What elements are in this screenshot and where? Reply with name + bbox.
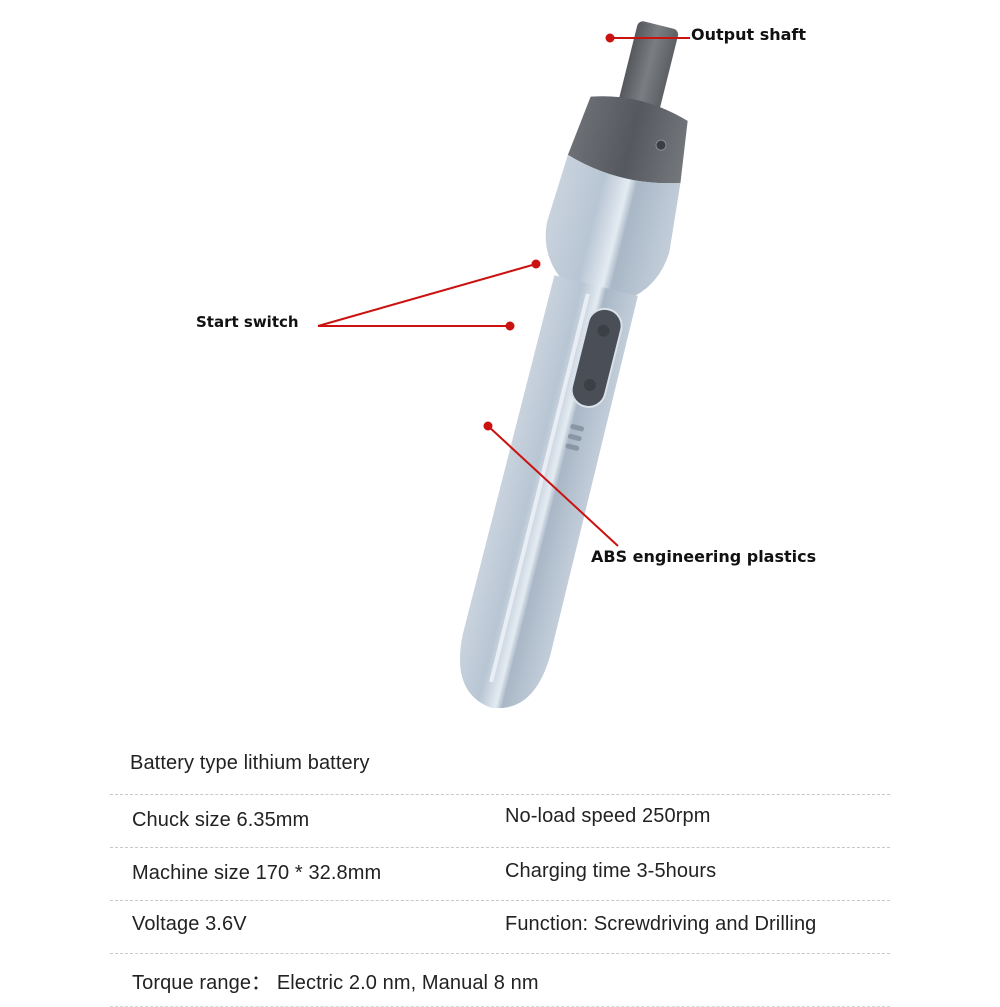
spec-charging-time: Charging time 3-5hours <box>505 860 717 882</box>
callout-abs-plastics: ABS engineering plastics <box>591 547 817 566</box>
spec-table: Battery type lithium battery Chuck size … <box>110 742 890 1007</box>
output-shaft <box>619 21 679 113</box>
chuck-head <box>567 96 688 184</box>
start-switch <box>570 307 623 408</box>
upper-body <box>545 154 681 299</box>
indicator-led-1 <box>570 424 585 432</box>
indicator-led-2 <box>567 433 582 442</box>
callout-lines <box>317 33 690 547</box>
spec-row: Battery type lithium battery <box>110 742 890 795</box>
spec-machine-size: Machine size 170 * 32.8mm <box>132 862 382 884</box>
spec-row: Torque range： Electric 2.0 nm, Manual 8 … <box>110 954 890 1007</box>
callout-output-shaft: Output shaft <box>691 25 807 44</box>
spec-row: Chuck size 6.35mm No-load speed 250rpm <box>110 795 890 848</box>
spec-chuck-size: Chuck size 6.35mm <box>132 809 310 831</box>
product-figure: Output shaft Start switch ABS engineerin… <box>196 21 817 709</box>
indicator-led-3 <box>565 443 580 451</box>
spec-row: Voltage 3.6V Function: Screwdriving and … <box>110 901 890 954</box>
screwdriver <box>460 21 688 709</box>
spec-no-load-speed: No-load speed 250rpm <box>505 805 711 827</box>
spec-row: Machine size 170 * 32.8mm Charging time … <box>110 848 890 901</box>
screwdriver-illustration <box>317 21 690 709</box>
spec-function: Function: Screwdriving and Drilling <box>505 913 817 935</box>
spec-torque-range: Torque range： Electric 2.0 nm, Manual 8 … <box>132 972 539 994</box>
spec-voltage: Voltage 3.6V <box>132 913 247 935</box>
callout-start-switch: Start switch <box>196 313 299 331</box>
spec-battery-type: Battery type lithium battery <box>130 752 370 774</box>
